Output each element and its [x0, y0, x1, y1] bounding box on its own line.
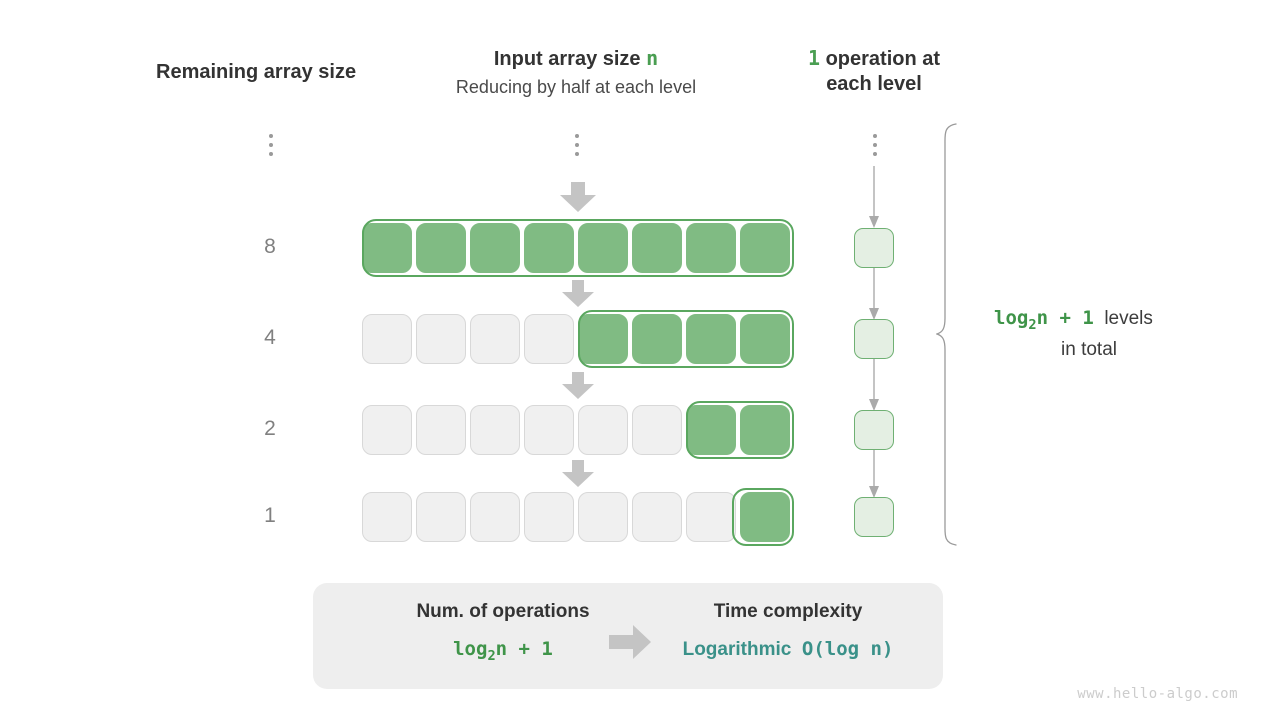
array-cell: [578, 492, 628, 542]
array-row-4: [362, 488, 790, 546]
operation-box-level-3: [854, 410, 894, 450]
size-label-row-2: 4: [264, 326, 276, 349]
summary-complexity-value: Logarithmic O(log n): [648, 638, 928, 661]
array-cell: [416, 492, 466, 542]
levels-formula-tail: n + 1: [1036, 307, 1094, 329]
header-right-line1-text: operation at: [820, 48, 941, 70]
summary-complexity-title: Time complexity: [713, 601, 863, 622]
array-cell: [362, 405, 412, 455]
array-cell: [470, 314, 520, 364]
array-cell: [470, 405, 520, 455]
operation-connector-1: [866, 268, 882, 325]
array-cell: [578, 405, 628, 455]
array-cell: [470, 492, 520, 542]
array-cell: [632, 314, 682, 364]
header-one-operation: 1 operation at each level: [808, 46, 940, 97]
array-row-3: [362, 401, 790, 459]
array-cell: [362, 223, 412, 273]
array-cell: [632, 223, 682, 273]
size-label-row-3: 2: [264, 417, 276, 440]
halving-arrow-1: [560, 182, 596, 217]
array-cell: [740, 405, 790, 455]
array-cell: [686, 314, 736, 364]
operation-box-level-1: [854, 228, 894, 268]
array-cell: [524, 314, 574, 364]
array-cell: [362, 314, 412, 364]
array-row-2: [362, 310, 790, 368]
levels-caption-line1: levels: [1104, 308, 1153, 329]
operation-connector-2: [866, 359, 882, 416]
header-left-title: Remaining array size: [156, 61, 357, 83]
summary-operations-head: log: [453, 638, 488, 660]
header-right-line2: each level: [826, 73, 922, 95]
header-middle-subtitle: Reducing by half at each level: [455, 77, 697, 97]
summary-operations-tail: n + 1: [495, 638, 553, 660]
operation-connector-0: [866, 166, 882, 233]
array-cell: [524, 223, 574, 273]
array-cell: [632, 405, 682, 455]
levels-formula-head: log: [994, 307, 1029, 329]
summary-operations-value: log2n + 1: [353, 638, 653, 664]
array-cell: [632, 492, 682, 542]
array-cell: [578, 223, 628, 273]
operation-box-level-2: [854, 319, 894, 359]
summary-operations-column: Num. of operations log2n + 1: [353, 601, 653, 664]
array-cell: [470, 223, 520, 273]
summary-panel: Num. of operations log2n + 1 Time comple…: [313, 583, 943, 689]
levels-formula-base: 2: [1028, 316, 1037, 333]
levels-total-caption: log2n + 1 levels in total: [994, 305, 1234, 363]
right-arrow-icon: [609, 625, 651, 664]
array-cell: [524, 492, 574, 542]
summary-complexity-notation: O(log n): [801, 638, 894, 660]
size-column-ellipsis-icon: [264, 134, 278, 156]
summary-operations-title: Num. of operations: [416, 601, 590, 622]
array-cell: [686, 492, 736, 542]
array-cell: [416, 314, 466, 364]
summary-complexity-column: Time complexity Logarithmic O(log n): [648, 601, 928, 661]
array-cell: [686, 223, 736, 273]
array-cell: [362, 492, 412, 542]
array-row-1: [362, 219, 790, 277]
array-cell: [416, 405, 466, 455]
size-label-row-1: 8: [264, 235, 276, 258]
header-remaining-array-size: Remaining array size: [156, 60, 356, 85]
array-cell: [578, 314, 628, 364]
summary-operations-base: 2: [487, 647, 496, 664]
operation-box-level-4: [854, 497, 894, 537]
header-middle-symbol-n: n: [646, 46, 659, 70]
array-cell: [740, 223, 790, 273]
header-input-array-size: Input array size n Reducing by half at e…: [456, 46, 696, 99]
levels-caption-line2: in total: [1061, 338, 1117, 360]
array-column-ellipsis-icon: [570, 134, 584, 156]
watermark: www.hello-algo.com: [1077, 686, 1238, 702]
array-cell: [740, 492, 790, 542]
halving-arrow-3: [562, 372, 594, 404]
header-middle-title-text: Input array size: [493, 48, 647, 70]
header-middle-title: Input array size n: [456, 46, 696, 72]
size-label-row-4: 1: [264, 504, 276, 527]
array-cell: [686, 405, 736, 455]
array-cell: [416, 223, 466, 273]
operations-column-ellipsis-icon: [868, 134, 882, 156]
levels-formula: log2n + 1: [994, 307, 1094, 333]
array-cell: [524, 405, 574, 455]
halving-arrow-4: [562, 460, 594, 492]
levels-brace-icon: [934, 122, 962, 552]
header-right-line1: 1 operation at: [808, 46, 940, 72]
halving-arrow-2: [562, 280, 594, 312]
array-cell: [740, 314, 790, 364]
summary-complexity-word: Logarithmic: [682, 639, 792, 660]
header-right-count: 1: [807, 46, 821, 70]
operation-connector-3: [866, 450, 882, 503]
